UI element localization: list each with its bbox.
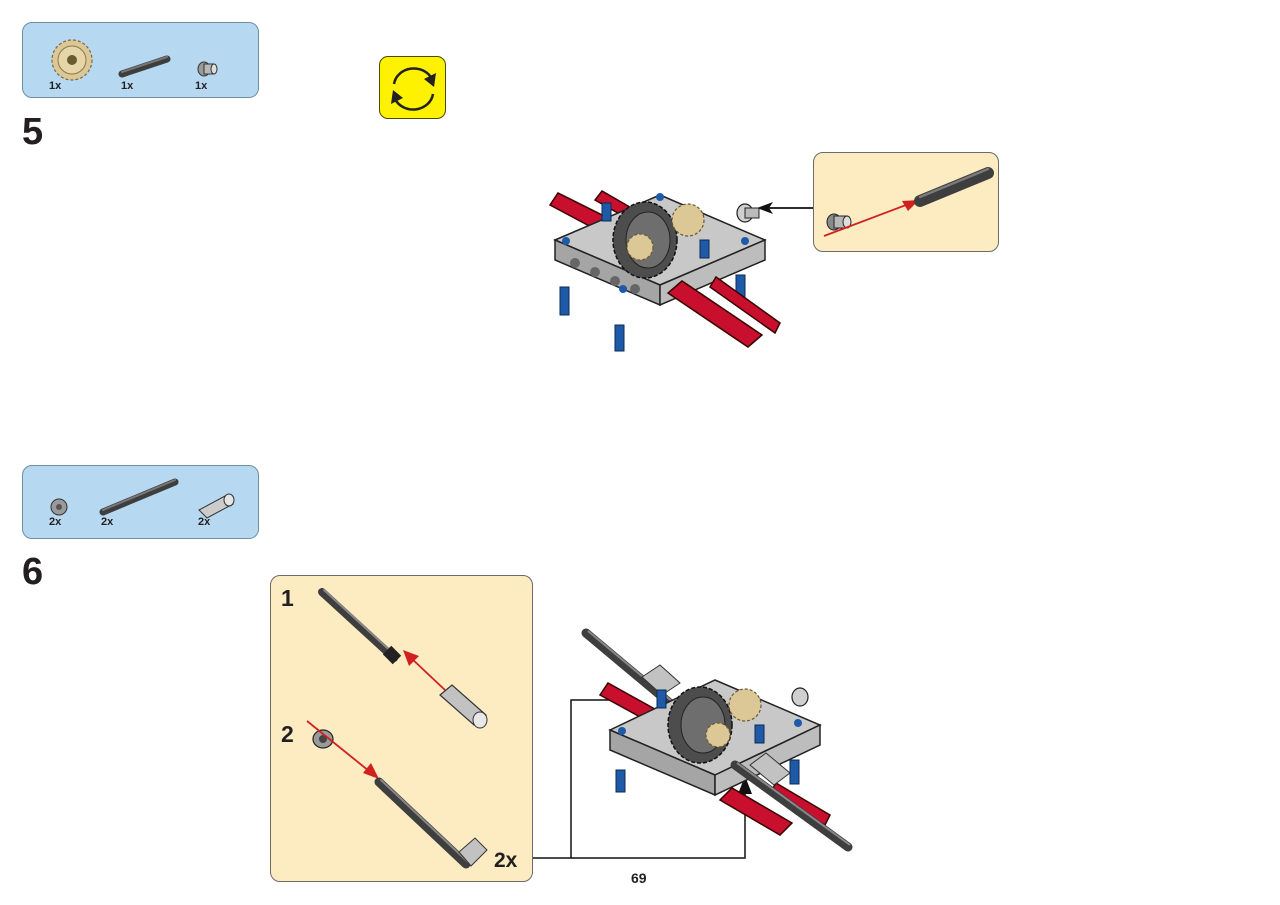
dark-axle-part (914, 167, 994, 207)
part-qty: 1x (121, 80, 134, 92)
bush-part (826, 213, 852, 231)
step-5-callout (813, 152, 999, 252)
axle-connector-part (439, 684, 488, 729)
long-axle-part (374, 777, 488, 869)
assembly-arrow (403, 650, 446, 691)
part-qty: 1x (49, 80, 62, 92)
bush-part (50, 498, 68, 516)
sub-step-number-1: 1 (281, 585, 294, 611)
bush-part (312, 729, 334, 749)
tan-gear-part (51, 39, 93, 81)
step-6-model (581, 628, 853, 852)
part-qty: 2x (198, 516, 211, 528)
parts-list-step-6: 2x 2x 2x (22, 465, 259, 539)
sub-step-number-2: 2 (281, 721, 294, 747)
part-qty: 2x (49, 516, 62, 528)
dark-axle-part (118, 55, 171, 78)
callout-multiplier: 2x (494, 849, 518, 872)
long-axle-part (318, 588, 402, 665)
parts-list-step-5: 1x 1x 1x (22, 22, 259, 98)
part-qty: 1x (195, 80, 208, 92)
step-5-model (548, 190, 781, 352)
bush-part (197, 61, 218, 77)
assembly-arrow (306, 720, 379, 779)
rotate-model-icon (379, 56, 446, 119)
step-number-6: 6 (22, 551, 44, 593)
assembly-arrow (823, 200, 919, 237)
page-number: 69 (631, 870, 647, 886)
long-axle-part (99, 478, 179, 516)
axle-connector-part (198, 493, 235, 519)
insertion-arrow (757, 202, 813, 214)
step-6-callout: 1 2 2x (270, 575, 533, 882)
part-qty: 2x (101, 516, 114, 528)
step-number-5: 5 (22, 111, 44, 153)
